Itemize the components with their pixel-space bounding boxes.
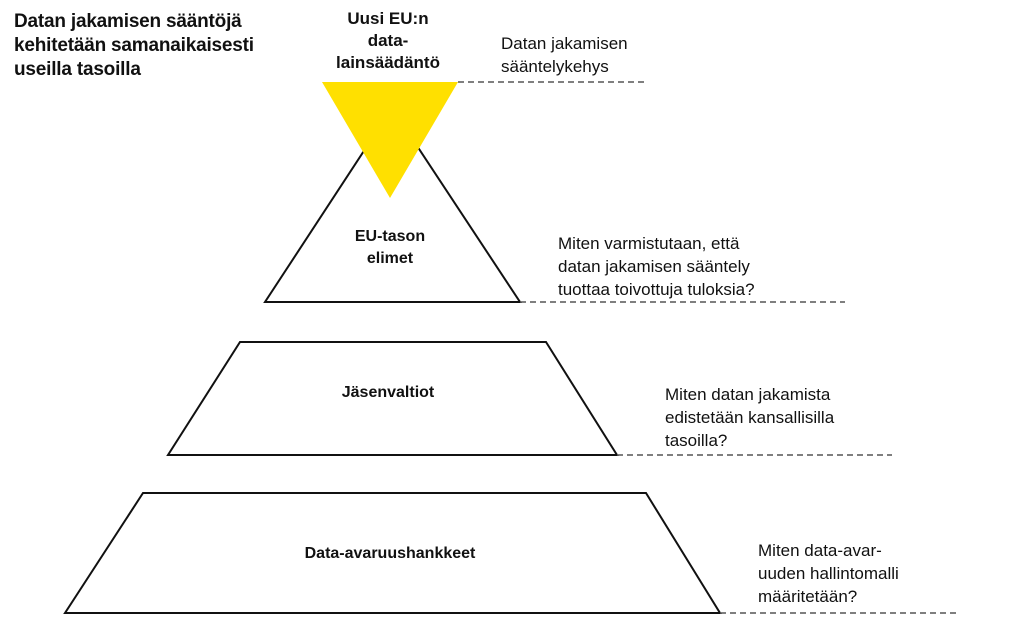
- title-line: kehitetään samanaikaisesti: [14, 35, 254, 56]
- label-line: elimet: [366, 250, 414, 267]
- title-line: Datan jakamisen sääntöjä: [14, 11, 242, 32]
- label-line: data-: [367, 31, 409, 50]
- eu-level-label: EU-tason elimet: [320, 226, 460, 270]
- label-line: Uusi EU:n: [347, 9, 429, 28]
- title-line: useilla tasoilla: [14, 59, 141, 80]
- question-line: Datan jakamisen: [501, 34, 628, 53]
- eu-level-question: Miten varmistutaan, että datan jakamisen…: [558, 232, 755, 301]
- question-line: uuden hallintomalli: [758, 564, 899, 583]
- question-line: määritetään?: [758, 587, 858, 606]
- question-line: Miten datan jakamista: [665, 385, 831, 404]
- question-line: tuottaa toivottuja tuloksia?: [558, 280, 755, 299]
- label-line: EU-tason: [354, 228, 426, 245]
- eu-level-triangle: [263, 106, 522, 303]
- question-line: Miten data-avar-: [758, 541, 882, 560]
- question-line: edistetään kansallisilla: [665, 408, 835, 427]
- data-space-projects-question: Miten data-avar- uuden hallintomalli mää…: [758, 539, 899, 608]
- label-line: Data-avaruushankkeet: [304, 545, 476, 562]
- question-line: sääntelykehys: [501, 57, 609, 76]
- eu-legislation-label: Uusi EU:n data- lainsäädäntö: [308, 8, 468, 74]
- label-line: Jäsenvaltiot: [341, 384, 435, 401]
- page-title: Datan jakamisen sääntöjä kehitetään sama…: [14, 10, 314, 82]
- eu-legislation-question: Datan jakamisen sääntelykehys: [501, 32, 628, 78]
- question-line: datan jakamisen sääntely: [558, 257, 750, 276]
- data-space-projects-label: Data-avaruushankkeet: [240, 543, 540, 565]
- eu-legislation-funnel: [322, 82, 458, 198]
- question-line: Miten varmistutaan, että: [558, 234, 740, 253]
- question-line: tasoilla?: [665, 431, 728, 450]
- member-states-question: Miten datan jakamista edistetään kansall…: [665, 383, 834, 452]
- label-line: lainsäädäntö: [336, 53, 440, 72]
- member-states-label: Jäsenvaltiot: [288, 382, 488, 404]
